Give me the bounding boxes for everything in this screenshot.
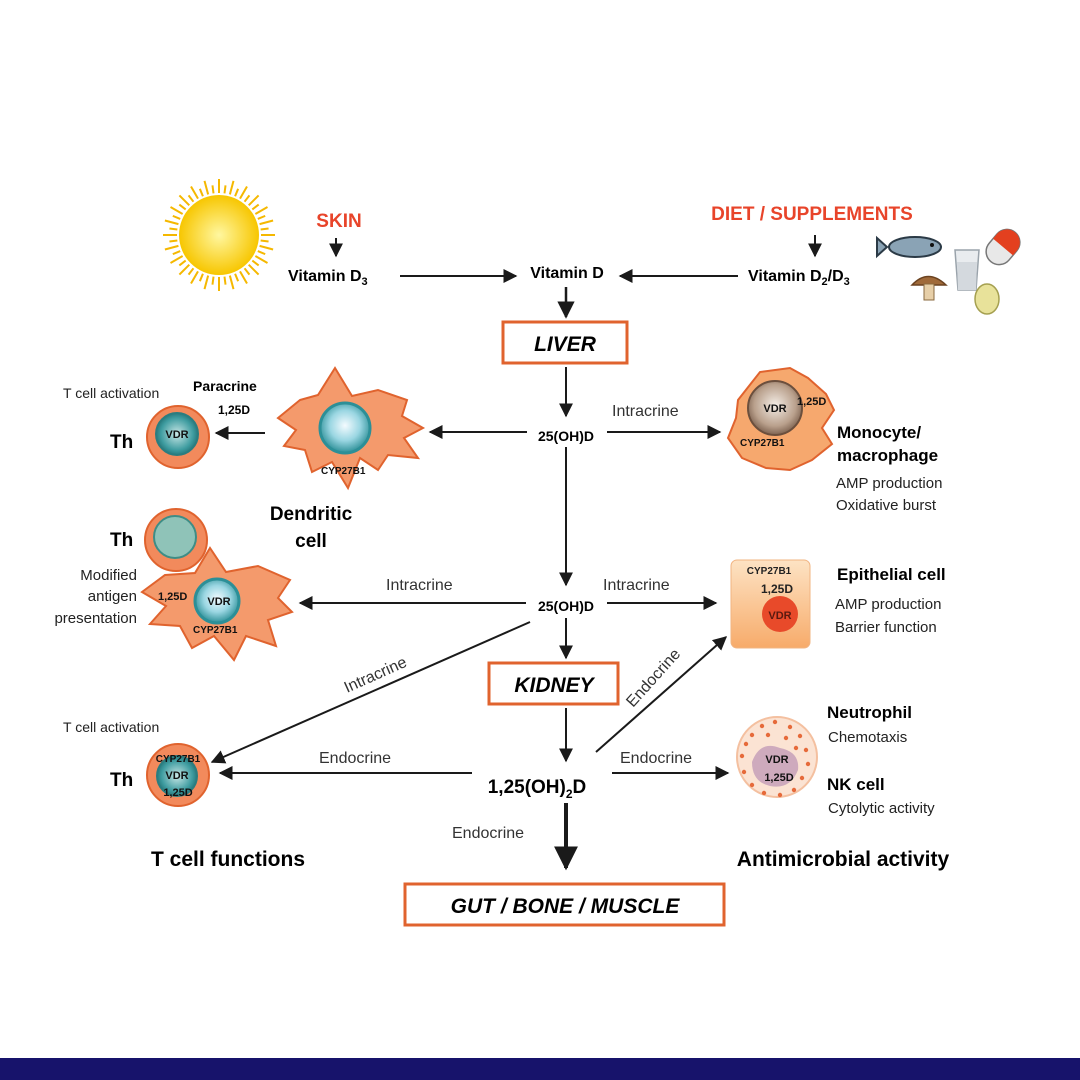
th-cell-bottom: CYP27B1 VDR 1,25D	[146, 743, 210, 807]
ohd-upper-label: 25(OH)D	[538, 428, 594, 444]
vitamin-d2-d3-label: Vitamin D2/D3	[748, 268, 850, 288]
paracrine-125d-label: 1,25D	[218, 403, 250, 417]
oxidative-burst-label: Oxidative burst	[836, 497, 937, 514]
ohd-lower-label: 25(OH)D	[538, 598, 594, 614]
th-bottom-label: Th	[110, 770, 133, 791]
amp-epithelial-label: AMP production	[835, 596, 941, 613]
svg-text:CYP27B1: CYP27B1	[740, 438, 785, 449]
endocrine-tcell-label: Endocrine	[319, 750, 391, 767]
svg-text:GUT / BONE / MUSCLE: GUT / BONE / MUSCLE	[451, 895, 681, 918]
monocyte-label-2: macrophage	[837, 446, 938, 465]
svg-text:1,25D: 1,25D	[797, 396, 826, 408]
sun-icon	[163, 179, 275, 291]
intracrine-dc-label: Intracrine	[386, 577, 453, 594]
svg-text:VDR: VDR	[765, 754, 788, 766]
bottom-bar	[0, 1058, 1080, 1080]
pill-icon	[985, 228, 1021, 266]
svg-text:VDR: VDR	[207, 596, 230, 608]
svg-text:CYP27B1: CYP27B1	[156, 754, 201, 765]
svg-text:VDR: VDR	[768, 610, 791, 622]
endocrine-gut-label: Endocrine	[452, 825, 524, 842]
th-cell-top: VDR	[146, 405, 210, 469]
intracrine-monocyte-label: Intracrine	[612, 403, 679, 420]
th-top-label: Th	[110, 432, 133, 453]
fish-icon	[876, 235, 942, 259]
liver-box: LIVER	[501, 320, 629, 365]
monocyte-cell: VDR 1,25D CYP27B1	[726, 366, 836, 472]
svg-text:KIDNEY: KIDNEY	[514, 674, 595, 697]
svg-text:1,25D: 1,25D	[163, 787, 192, 799]
antimicrobial-title: Antimicrobial activity	[737, 848, 950, 871]
epithelial-label: Epithelial cell	[837, 565, 946, 584]
svg-text:1,25D: 1,25D	[158, 591, 187, 603]
neutrophil-label: Neutrophil	[827, 703, 912, 722]
kidney-box: KIDNEY	[487, 661, 620, 706]
tcell-activation-top-label: T cell activation	[63, 385, 159, 401]
tcell-activation-bottom-label: T cell activation	[63, 719, 159, 735]
skin-label: SKIN	[316, 211, 361, 232]
dendritic-cell-label-2: cell	[295, 531, 327, 552]
vitamin-d-label: Vitamin D	[530, 265, 604, 282]
diet-label: DIET / SUPPLEMENTS	[711, 204, 913, 225]
endocrine-neutrophil-label: Endocrine	[620, 750, 692, 767]
dendritic-cell-top: CYP27B1	[276, 366, 426, 491]
modified-label-2: antigen	[88, 588, 137, 605]
egg-icon	[974, 283, 1000, 315]
ohd-to-tcell-intracrine-arrow	[210, 621, 531, 764]
svg-text:CYP27B1: CYP27B1	[321, 466, 366, 477]
svg-text:LIVER: LIVER	[534, 333, 597, 356]
mushroom-icon	[910, 275, 948, 301]
paracrine-label: Paracrine	[193, 378, 257, 394]
chemotaxis-label: Chemotaxis	[828, 729, 907, 746]
modified-label-3: presentation	[54, 610, 137, 627]
targets-box: GUT / BONE / MUSCLE	[403, 882, 726, 927]
modified-label-1: Modified	[80, 567, 137, 584]
svg-text:1,25D: 1,25D	[761, 582, 793, 596]
cytolytic-label: Cytolytic activity	[828, 800, 935, 817]
intracrine-epi-label: Intracrine	[603, 577, 670, 594]
dendritic-cell-label-1: Dendritic	[270, 504, 353, 525]
epithelial-cell: CYP27B1 1,25D VDR	[730, 559, 811, 649]
monocyte-label-1: Monocyte/	[837, 423, 921, 442]
th-middle-label: Th	[110, 530, 133, 551]
amp-monocyte-label: AMP production	[836, 475, 942, 492]
svg-text:VDR: VDR	[165, 770, 188, 782]
calcitriol-label: 1,25(OH)2D	[488, 777, 587, 801]
svg-text:1,25D: 1,25D	[764, 772, 793, 784]
vitamin-d3-label: Vitamin D3	[288, 268, 368, 288]
neutrophil-cell: VDR 1,25D	[736, 716, 818, 798]
barrier-label: Barrier function	[835, 619, 937, 636]
tcell-functions-title: T cell functions	[151, 848, 305, 871]
dendritic-cell-middle: VDR 1,25D CYP27B1	[140, 546, 294, 662]
calcitriol-to-epithelial-arrow	[595, 636, 728, 753]
svg-text:VDR: VDR	[763, 403, 786, 415]
th-cell-middle	[144, 508, 208, 572]
svg-text:CYP27B1: CYP27B1	[747, 566, 792, 577]
milk-glass-icon	[954, 249, 980, 291]
svg-text:VDR: VDR	[165, 429, 188, 441]
nk-cell-label: NK cell	[827, 775, 885, 794]
svg-text:CYP27B1: CYP27B1	[193, 625, 238, 636]
